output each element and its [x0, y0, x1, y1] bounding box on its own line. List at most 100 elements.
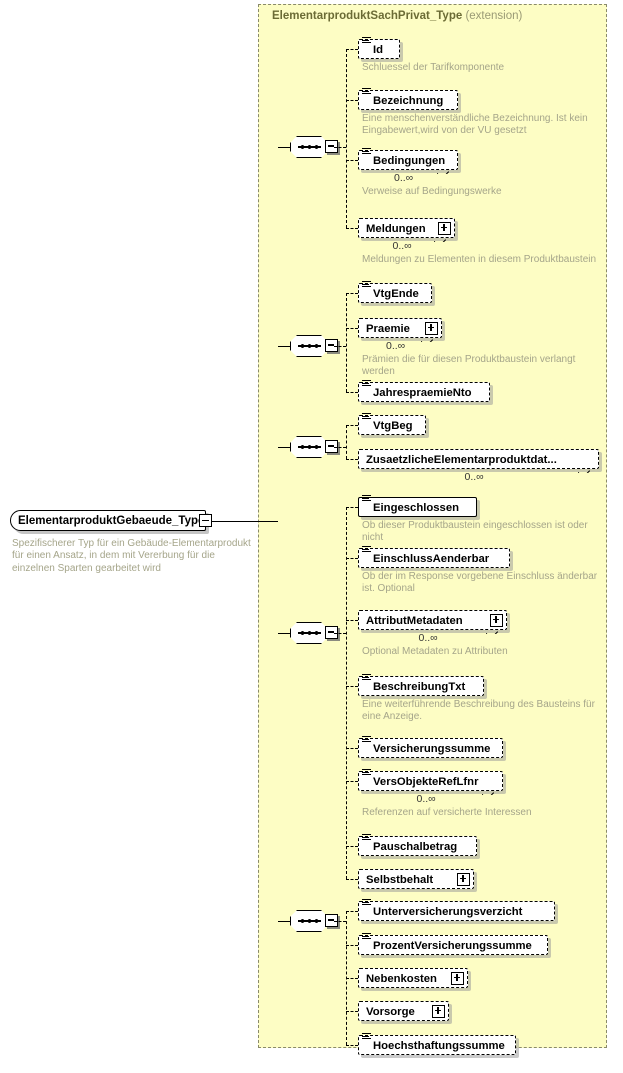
simple-type-icon — [361, 380, 371, 388]
element-annotation: Referenzen auf versicherte Interessen — [362, 807, 532, 818]
sequence-compositor-node[interactable] — [290, 910, 338, 935]
sequence-node-expander-icon[interactable] — [325, 626, 338, 639]
element-name-label: Bedingungen — [373, 155, 446, 167]
element-node-meldungen[interactable]: Meldungen — [358, 218, 455, 238]
element-node-attributmetadaten[interactable]: AttributMetadaten — [358, 610, 507, 630]
sequence-node-expander-icon[interactable] — [325, 914, 338, 927]
expand-plus-icon[interactable] — [438, 221, 451, 235]
group-trunk-line — [278, 447, 290, 448]
element-annotation: Prämien die für diesen Produktbaustein v… — [362, 354, 576, 378]
element-name-label: Praemie — [366, 323, 410, 335]
element-connector-line — [346, 846, 358, 847]
element-node-bezeichnung[interactable]: Bezeichnung — [358, 88, 458, 110]
element-annotation: Ob dieser Produktbaustein eingeschlossen… — [362, 520, 588, 544]
sequence-compositor-node[interactable] — [290, 622, 338, 647]
element-node-nebenkosten[interactable]: Nebenkosten — [358, 968, 468, 988]
expand-plus-icon[interactable] — [490, 613, 503, 627]
element-node-eingeschlossen[interactable]: Eingeschlossen — [358, 495, 477, 517]
expand-plus-icon[interactable] — [425, 321, 438, 335]
cardinality-label: 0..∞ — [392, 240, 412, 252]
element-node-vorsorge[interactable]: Vorsorge — [358, 1001, 449, 1021]
simple-type-icon — [361, 769, 371, 777]
element-connector-line — [346, 1045, 358, 1046]
element-node-id[interactable]: Id — [358, 37, 400, 59]
collapse-minus-icon[interactable] — [199, 514, 212, 527]
element-annotation: Ob der im Response vorgebene Einschluss … — [362, 571, 598, 595]
element-name-label: Versicherungssumme — [373, 743, 491, 755]
element-annotation: Meldungen zu Elementen in diesem Produkt… — [362, 254, 597, 265]
element-node-prozentversicherungssumme[interactable]: ProzentVersicherungssumme — [358, 933, 548, 955]
simple-type-icon — [361, 834, 371, 842]
sequence-to-spine-line — [334, 147, 346, 148]
extension-kind-label: (extension) — [465, 10, 523, 22]
element-node-vtgbeg[interactable]: VtgBeg — [358, 413, 426, 435]
element-connector-line — [346, 686, 358, 687]
element-node-praemie[interactable]: Praemie — [358, 318, 442, 338]
group-branch-spine — [346, 507, 347, 879]
root-type-label: ElementarproduktGebaeude_Type — [18, 515, 205, 527]
element-connector-line — [346, 558, 358, 559]
element-node-versobjektereflfnr[interactable]: VersObjekteRefLfnr — [358, 769, 503, 791]
element-node-beschreibungtxt[interactable]: BeschreibungTxt — [358, 674, 484, 696]
element-node-selbstbehalt[interactable]: Selbstbehalt — [358, 869, 474, 889]
element-connector-line — [346, 781, 358, 782]
sequence-to-spine-line — [334, 346, 346, 347]
expand-plus-icon[interactable] — [432, 1004, 445, 1018]
element-connector-line — [346, 507, 358, 508]
simple-type-icon — [361, 281, 371, 289]
sequence-node-expander-icon[interactable] — [325, 440, 338, 453]
repeat-indicator-icon — [578, 466, 590, 473]
repeat-indicator-icon — [434, 235, 446, 242]
element-annotation: Optional Metadaten zu Attributen — [362, 646, 508, 657]
sequence-node-expander-icon[interactable] — [325, 339, 338, 352]
element-node-pauschalbetrag[interactable]: Pauschalbetrag — [358, 834, 477, 856]
sequence-to-spine-line — [334, 633, 346, 634]
sequence-dots-icon — [301, 919, 318, 923]
sequence-compositor-node[interactable] — [290, 436, 338, 461]
element-node-zusaetzlicheelementarproduktdat[interactable]: ZusaetzlicheElementarproduktdat... — [358, 449, 599, 469]
extension-panel-title: ElementarproduktSachPrivat_Type (extensi… — [272, 10, 522, 22]
repeat-indicator-icon — [421, 335, 433, 342]
element-node-unterversicherungsverzicht[interactable]: Unterversicherungsverzicht — [358, 899, 555, 921]
element-connector-line — [346, 328, 358, 329]
repeat-indicator-icon — [437, 167, 449, 174]
element-connector-line — [346, 392, 358, 393]
element-connector-line — [346, 100, 358, 101]
element-annotation: Eine weiterführende Beschreibung des Bau… — [362, 699, 595, 723]
element-connector-line — [346, 1011, 358, 1012]
element-node-vtgende[interactable]: VtgEnde — [358, 281, 432, 303]
simple-type-icon — [361, 37, 371, 45]
element-connector-line — [346, 160, 358, 161]
element-connector-line — [346, 945, 358, 946]
element-name-label: VtgBeg — [373, 420, 413, 432]
expand-plus-icon[interactable] — [451, 971, 464, 985]
element-name-label: EinschlussAenderbar — [373, 553, 490, 565]
simple-type-icon — [361, 899, 371, 907]
sequence-to-spine-line — [334, 921, 346, 922]
element-name-label: Meldungen — [366, 223, 426, 235]
cardinality-label: 0..∞ — [416, 793, 436, 805]
expand-plus-icon[interactable] — [457, 872, 470, 886]
group-branch-spine — [346, 425, 347, 459]
group-branch-spine — [346, 293, 347, 392]
element-node-einschlussaenderbar[interactable]: EinschlussAenderbar — [358, 546, 510, 568]
element-name-label: Selbstbehalt — [366, 874, 434, 886]
sequence-compositor-node[interactable] — [290, 136, 338, 161]
element-name-label: JahrespraemieNto — [373, 387, 472, 399]
element-name-label: Hoechsthaftungssumme — [373, 1040, 505, 1052]
element-name-label: ZusaetzlicheElementarproduktdat... — [366, 454, 557, 466]
cardinality-label: 0..∞ — [386, 340, 406, 352]
cardinality-label: 0..∞ — [394, 172, 414, 184]
simple-type-icon — [361, 413, 371, 421]
element-node-hoechsthaftungssumme[interactable]: Hoechsthaftungssumme — [358, 1033, 516, 1055]
element-connector-line — [346, 748, 358, 749]
element-annotation: Schluessel der Tarifkomponente — [362, 62, 505, 73]
simple-type-icon — [361, 674, 371, 682]
sequence-compositor-node[interactable] — [290, 335, 338, 360]
element-node-bedingungen[interactable]: Bedingungen — [358, 148, 458, 170]
element-node-jahrespraemiento[interactable]: JahrespraemieNto — [358, 380, 490, 402]
element-node-versicherungssumme[interactable]: Versicherungssumme — [358, 736, 503, 758]
sequence-node-expander-icon[interactable] — [325, 140, 338, 153]
element-name-label: Vorsorge — [366, 1006, 415, 1018]
